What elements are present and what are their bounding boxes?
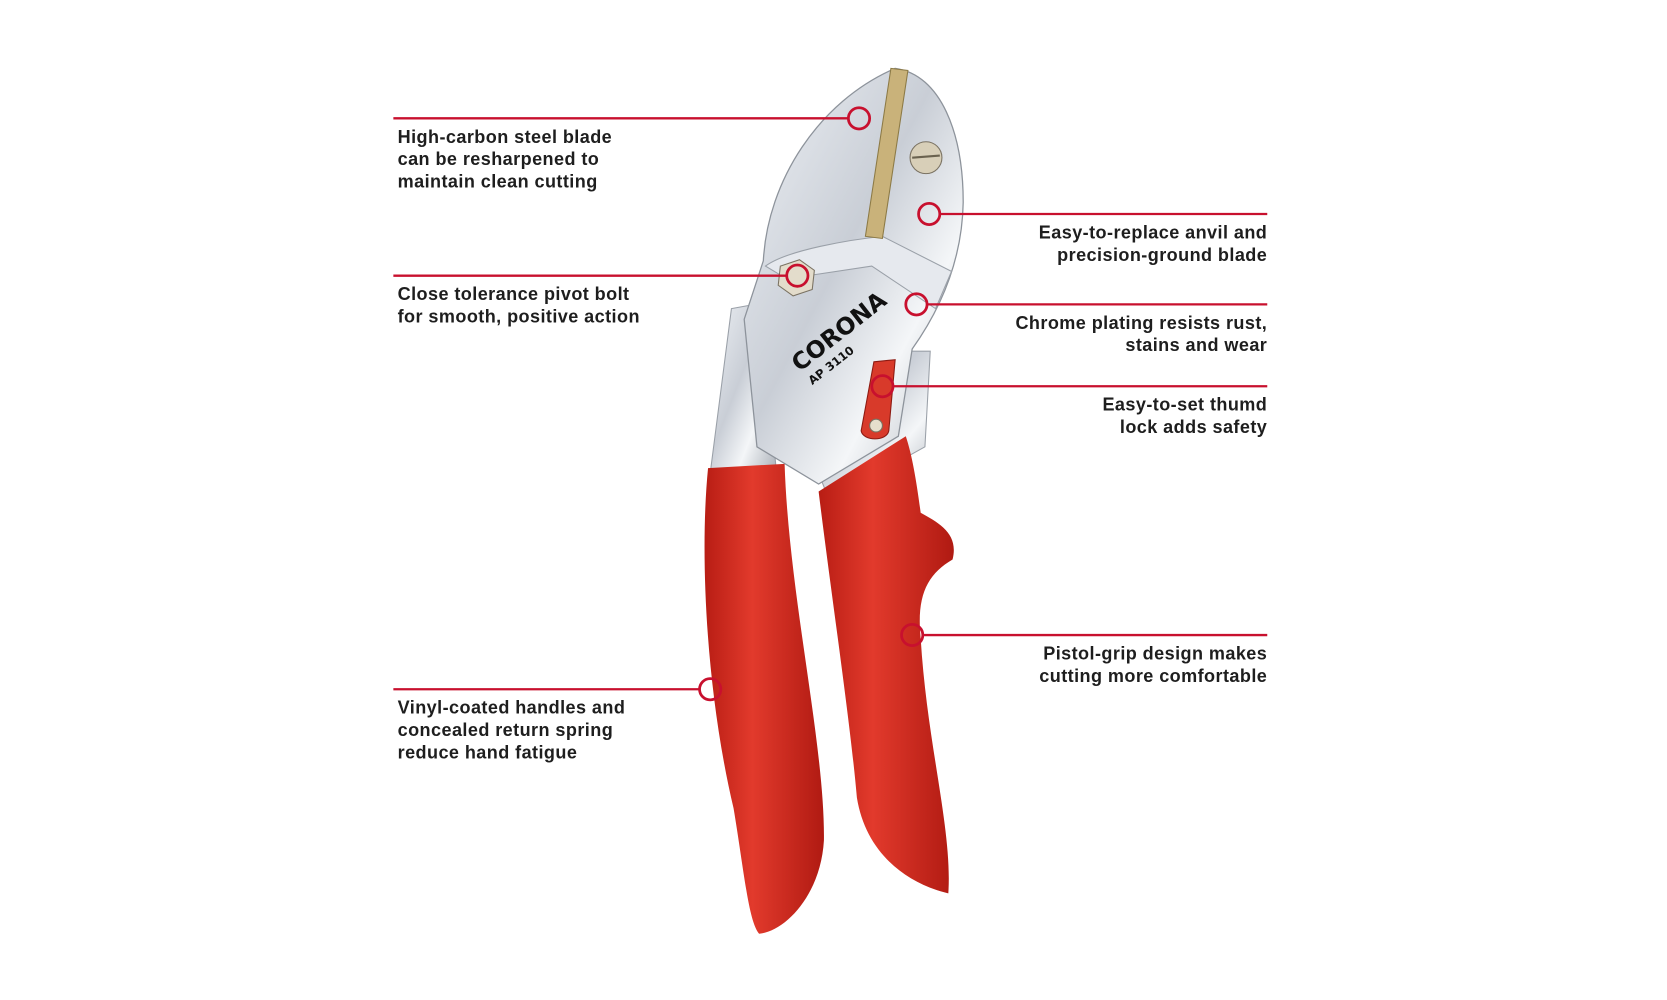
callout-text: Vinyl-coated handles and	[398, 698, 626, 718]
callout-marker	[785, 263, 810, 288]
callout-grip: Pistol-grip design makes cutting more co…	[900, 623, 1268, 686]
callout-text: precision-ground blade	[1057, 245, 1267, 265]
thumb-lock	[860, 359, 896, 440]
callout-text: Close tolerance pivot bolt	[398, 284, 630, 304]
anvil-plate	[764, 235, 953, 310]
callout-marker	[698, 677, 723, 702]
callout-marker	[847, 106, 872, 131]
callout-text: concealed return spring	[398, 720, 614, 740]
callout-text: stains and wear	[1125, 335, 1267, 355]
callout-lock: Easy-to-set thumd lock adds safety	[870, 374, 1268, 437]
callout-text: reduce hand fatigue	[398, 742, 578, 762]
callout-text: for smooth, positive action	[398, 306, 640, 326]
callout-text: can be resharpened to	[398, 149, 600, 169]
callout-text: maintain clean cutting	[398, 171, 598, 191]
right-handle-grip	[818, 436, 954, 894]
brass-strip	[864, 67, 909, 240]
callout-text: Easy-to-replace anvil and	[1039, 222, 1267, 242]
left-handle-grip	[704, 463, 824, 934]
callout-text: Chrome plating resists rust,	[1015, 313, 1267, 333]
callout-pivot: Close tolerance pivot bolt for smooth, p…	[393, 263, 810, 326]
pruner-image: CORONA AP 3110	[704, 67, 964, 934]
callout-text: High-carbon steel blade	[398, 127, 613, 147]
blade	[743, 67, 964, 485]
callout-text: Pistol-grip design makes	[1043, 643, 1267, 663]
callout-chrome: Chrome plating resists rust, stains and …	[904, 292, 1268, 355]
callout-blade: High-carbon steel blade can be resharpen…	[393, 106, 872, 191]
callout-text: cutting more comfortable	[1039, 666, 1267, 686]
callout-text: lock adds safety	[1120, 417, 1267, 437]
callout-anvil: Easy-to-replace anvil and precision-grou…	[917, 202, 1268, 265]
callout-text: Easy-to-set thumd	[1102, 395, 1267, 415]
callout-handles: Vinyl-coated handles and concealed retur…	[393, 677, 723, 762]
